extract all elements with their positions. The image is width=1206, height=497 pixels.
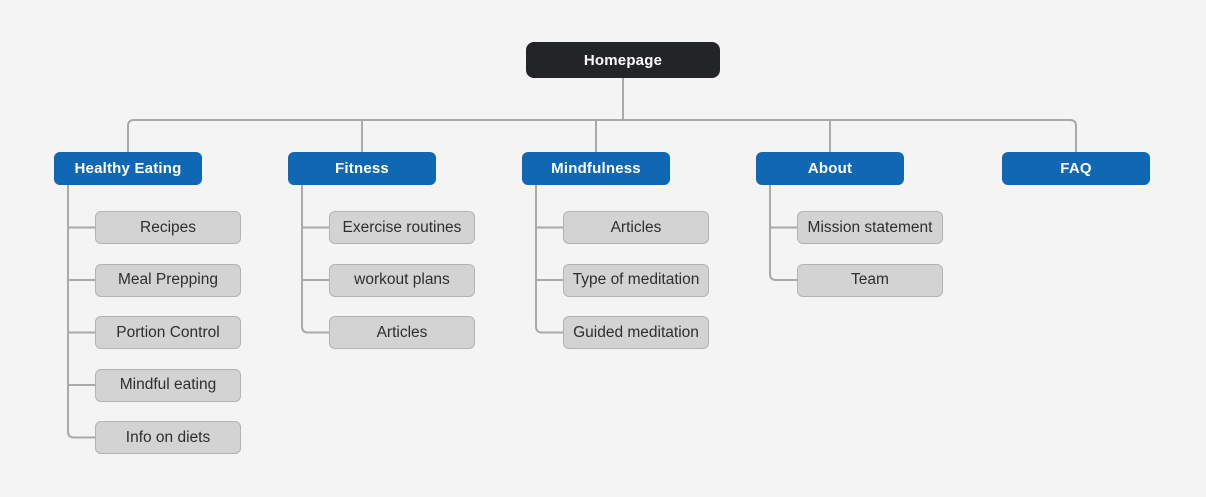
node-faq[interactable]: FAQ	[1002, 152, 1150, 185]
node-healthy-eating-recipes[interactable]: Recipes	[95, 211, 241, 244]
node-about[interactable]: About	[756, 152, 904, 185]
node-mindfulness-guided-meditation[interactable]: Guided meditation	[563, 316, 709, 349]
node-healthy-eating-meal-prepping[interactable]: Meal Prepping	[95, 263, 241, 297]
node-fitness-workout-plans[interactable]: workout plans	[329, 263, 475, 297]
node-mindfulness-articles[interactable]: Articles	[563, 211, 709, 244]
node-about-mission-statement[interactable]: Mission statement	[797, 211, 943, 244]
node-fitness[interactable]: Fitness	[288, 152, 436, 185]
node-healthy-eating-mindful-eating[interactable]: Mindful eating	[95, 368, 241, 402]
node-mindfulness-type-of-meditation[interactable]: Type of meditation	[563, 263, 709, 297]
node-fitness-articles[interactable]: Articles	[329, 316, 475, 349]
node-healthy-eating-info-on-diets[interactable]: Info on diets	[95, 421, 241, 454]
node-mindfulness[interactable]: Mindfulness	[522, 152, 670, 185]
node-fitness-exercise-routines[interactable]: Exercise routines	[329, 211, 475, 244]
node-homepage[interactable]: Homepage	[526, 42, 720, 78]
node-healthy-eating[interactable]: Healthy Eating	[54, 152, 202, 185]
node-healthy-eating-portion-control[interactable]: Portion Control	[95, 316, 241, 349]
node-about-team[interactable]: Team	[797, 263, 943, 297]
